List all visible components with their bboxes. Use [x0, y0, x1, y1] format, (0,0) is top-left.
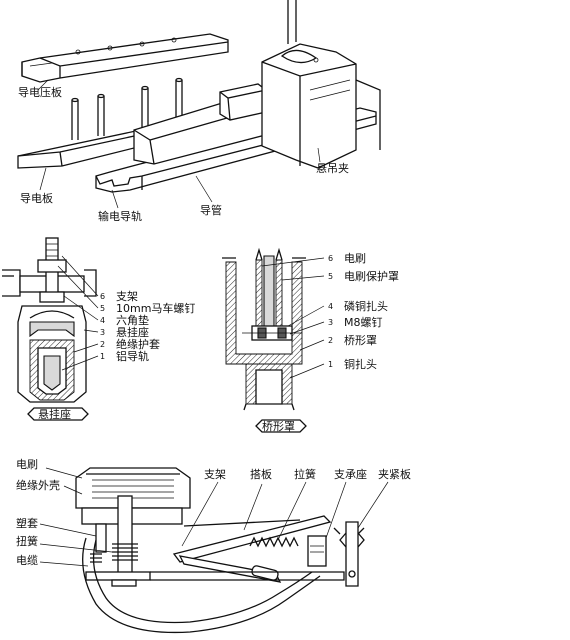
callout-aluminum-rail: 铝导轨: [116, 349, 149, 363]
callout-brush-guard: 电刷保护罩: [344, 269, 399, 283]
label-sleeve: 塑套: [16, 516, 38, 530]
pipe-drawing: [133, 83, 301, 165]
callout-num-4: 4: [100, 316, 105, 325]
callout-seat: 悬挂座: [116, 325, 149, 339]
callout-num-1: 1: [100, 352, 105, 361]
callout-num-3: 3: [100, 328, 105, 337]
label-support: 支承座: [334, 467, 367, 481]
callout-num-3: 3: [328, 318, 333, 327]
callout-copper-lug: 铜扎头: [344, 357, 377, 371]
callout-m8-screw: M8螺钉: [344, 316, 383, 329]
callout-insulation-sleeve: 绝缘护套: [116, 337, 160, 351]
label-brush: 电刷: [16, 458, 38, 471]
callout-num-6: 6: [328, 254, 333, 263]
stud-bolts-drawing: [71, 77, 183, 140]
callout-num-5: 5: [328, 272, 333, 281]
label-pressure-plate: 导电压板: [18, 85, 62, 99]
label-rail: 输电导轨: [98, 209, 142, 223]
label-bracket: 支架: [204, 468, 226, 481]
callout-bridge-cover: 桥形罩: [344, 334, 377, 347]
label-clamp-plate: 夹紧板: [378, 467, 411, 481]
label-conductive-plate: 导电板: [20, 191, 53, 205]
callout-hex-washer: 六角垫: [116, 313, 149, 327]
figure-brush-holder: 电刷 绝缘外壳 塑套 扭簧 电缆 支架 搭板 拉簧 支承座 夹紧板: [16, 458, 411, 634]
label-clamp: 悬吊夹: [316, 162, 349, 175]
clamp-drawing: [261, 0, 381, 169]
callout-num-5: 5: [100, 304, 105, 313]
caption-suspension-seat: 悬挂座: [38, 407, 71, 421]
figure-suspension-seat: 6 支架 5 10mm马车螺钉 4 六角垫 3 悬挂座 2 绝缘护套 1 铝导轨…: [2, 237, 195, 421]
figure-bridge-cover: 6 电刷 5 电刷保护罩 4 磷铜扎头 3 M8螺钉 2 桥形罩 1 铜扎头 桥…: [222, 247, 399, 433]
callout-num-1: 1: [328, 360, 333, 369]
callout-num-2: 2: [100, 340, 105, 349]
label-housing: 绝缘外壳: [16, 478, 60, 492]
callout-phosphor-lug: 磷铜扎头: [344, 299, 388, 313]
caption-bridge-cover: 桥形罩: [262, 420, 295, 433]
pressure-plate-drawing: [21, 33, 229, 83]
callout-bracket: 支架: [116, 290, 138, 303]
callout-brush: 电刷: [344, 252, 366, 265]
label-cable: 电缆: [16, 554, 38, 567]
callout-num-2: 2: [328, 336, 333, 345]
callout-num-6: 6: [100, 292, 105, 301]
label-torsion-spring: 扭簧: [16, 534, 38, 548]
callout-num-4: 4: [328, 302, 333, 311]
figure-rail-assembly: 导电压板 导电板 输电导轨 导管 悬吊夹: [17, 0, 381, 223]
label-link-plate: 搭板: [250, 467, 272, 481]
callout-carriage-bolt: 10mm马车螺钉: [116, 301, 195, 315]
label-tension-spring: 拉簧: [294, 467, 316, 481]
label-pipe: 导管: [200, 203, 222, 217]
